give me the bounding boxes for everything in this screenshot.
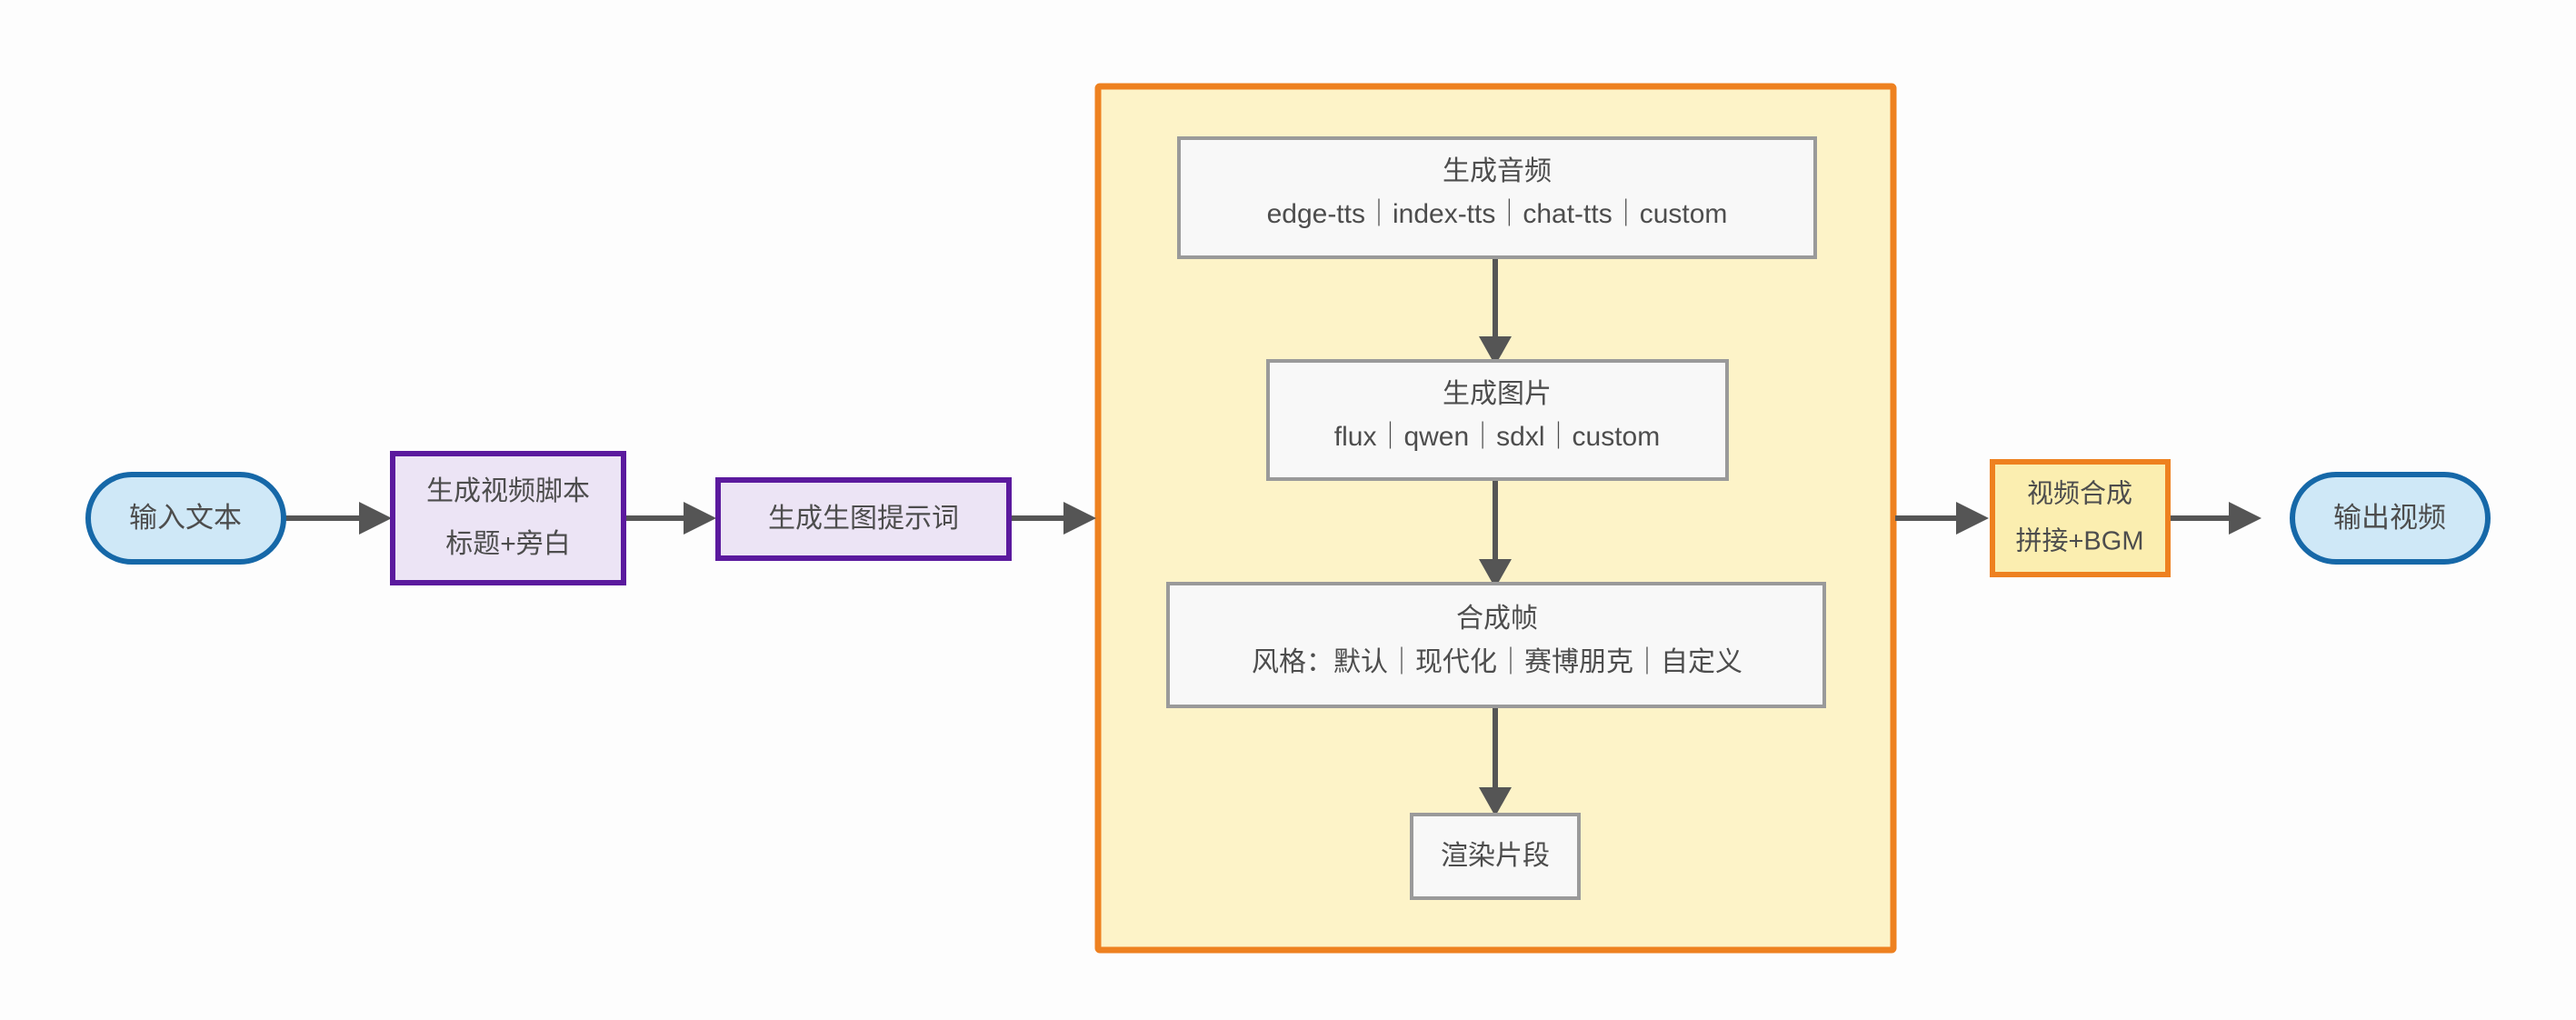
edge-prompt-to-group <box>1009 502 1096 535</box>
edge-group-to-compose <box>1895 502 1989 535</box>
edge-image-to-frame <box>1479 479 1512 588</box>
node-video-compose-line2: 拼接+BGM <box>2016 526 2144 556</box>
edge-script-to-prompt <box>624 502 716 535</box>
node-generate-prompt[interactable]: 生成生图提示词 <box>715 477 1012 561</box>
node-output-video[interactable]: 输出视频 <box>2290 472 2491 565</box>
node-render-segment-label: 渲染片段 <box>1441 841 1550 871</box>
node-generate-image-line2: flux｜qwen｜sdxl｜custom <box>1334 422 1660 452</box>
node-output-video-label: 输出视频 <box>2333 502 2446 534</box>
node-generate-script-line2: 标题+旁白 <box>445 529 571 559</box>
node-render-segment[interactable]: 渲染片段 <box>1410 813 1581 900</box>
node-generate-audio-line2: edge-tts｜index-tts｜chat-tts｜custom <box>1267 199 1728 229</box>
node-input-text[interactable]: 输入文本 <box>85 472 286 565</box>
edge-frame-to-render <box>1479 706 1512 816</box>
node-generate-audio-line1: 生成音频 <box>1443 156 1552 186</box>
node-video-compose[interactable]: 视频合成 拼接+BGM <box>1990 459 2171 577</box>
edge-audio-to-image <box>1479 257 1512 365</box>
node-compose-frame-line2: 风格：默认｜现代化｜赛博朋克｜自定义 <box>1252 647 1742 677</box>
node-generate-prompt-label: 生成生图提示词 <box>768 504 959 534</box>
node-generate-script[interactable]: 生成视频脚本 标题+旁白 <box>390 451 626 585</box>
edge-compose-to-output <box>2168 502 2261 535</box>
node-compose-frame-line1: 合成帧 <box>1456 604 1538 634</box>
node-generate-audio[interactable]: 生成音频 edge-tts｜index-tts｜chat-tts｜custom <box>1177 136 1817 259</box>
node-compose-frame[interactable]: 合成帧 风格：默认｜现代化｜赛博朋克｜自定义 <box>1166 582 1826 708</box>
edge-input-to-script <box>285 502 392 535</box>
node-generate-script-line1: 生成视频脚本 <box>426 476 590 506</box>
node-generate-image-line1: 生成图片 <box>1443 379 1552 409</box>
node-input-text-label: 输入文本 <box>129 502 242 534</box>
node-video-compose-line1: 视频合成 <box>2027 479 2132 509</box>
node-generate-image[interactable]: 生成图片 flux｜qwen｜sdxl｜custom <box>1266 359 1729 481</box>
